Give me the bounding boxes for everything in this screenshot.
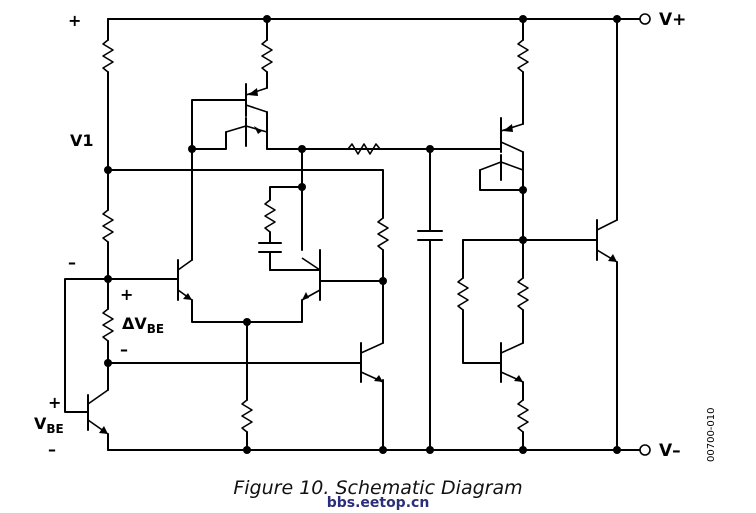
label-minus-v1: – xyxy=(68,253,76,272)
transistor-right-pnp xyxy=(429,18,529,153)
label-plus-top: + xyxy=(68,11,81,30)
terminal-v-minus xyxy=(639,444,651,456)
left-column xyxy=(64,18,114,413)
label-v-minus: V– xyxy=(659,441,681,461)
resistor-r2 xyxy=(102,209,114,243)
watermark: bbs.eetop.cn xyxy=(327,495,430,511)
junction-dots xyxy=(104,15,621,454)
tail-branch xyxy=(241,321,253,451)
label-vbe: VBE xyxy=(34,414,64,436)
figure-caption: Figure 10. Schematic Diagram xyxy=(233,477,522,499)
figure-code: 00700-010 xyxy=(706,407,717,462)
label-plus-vbe: + xyxy=(48,393,61,412)
v1-bus xyxy=(107,169,384,219)
compensation-branch xyxy=(258,148,321,271)
mid-right-chain xyxy=(377,217,389,451)
transistor-sink xyxy=(107,342,384,383)
transistor-pnp-top xyxy=(191,18,273,150)
resistor-r3 xyxy=(102,308,114,342)
label-minus-dvbe: – xyxy=(120,340,128,359)
transistor-diff-right xyxy=(301,257,384,301)
terminal-v-plus xyxy=(639,13,651,25)
transistor-q1 xyxy=(87,389,109,451)
label-plus-dvbe: + xyxy=(120,285,133,304)
resistor-r1 xyxy=(102,39,114,73)
transistor-right-mid xyxy=(479,151,524,241)
transistor-pnp-mid xyxy=(191,117,431,150)
label-v1: V1 xyxy=(70,131,94,150)
label-delta-vbe: ΔVBE xyxy=(122,314,164,336)
resistor-series xyxy=(347,143,381,155)
transistor-diff-left xyxy=(107,148,303,323)
right-inner-branch xyxy=(457,239,598,451)
transistor-output xyxy=(596,18,618,451)
label-v-plus: V+ xyxy=(659,10,686,30)
capacitor-main xyxy=(417,148,443,451)
label-minus-vbe: – xyxy=(48,440,56,459)
